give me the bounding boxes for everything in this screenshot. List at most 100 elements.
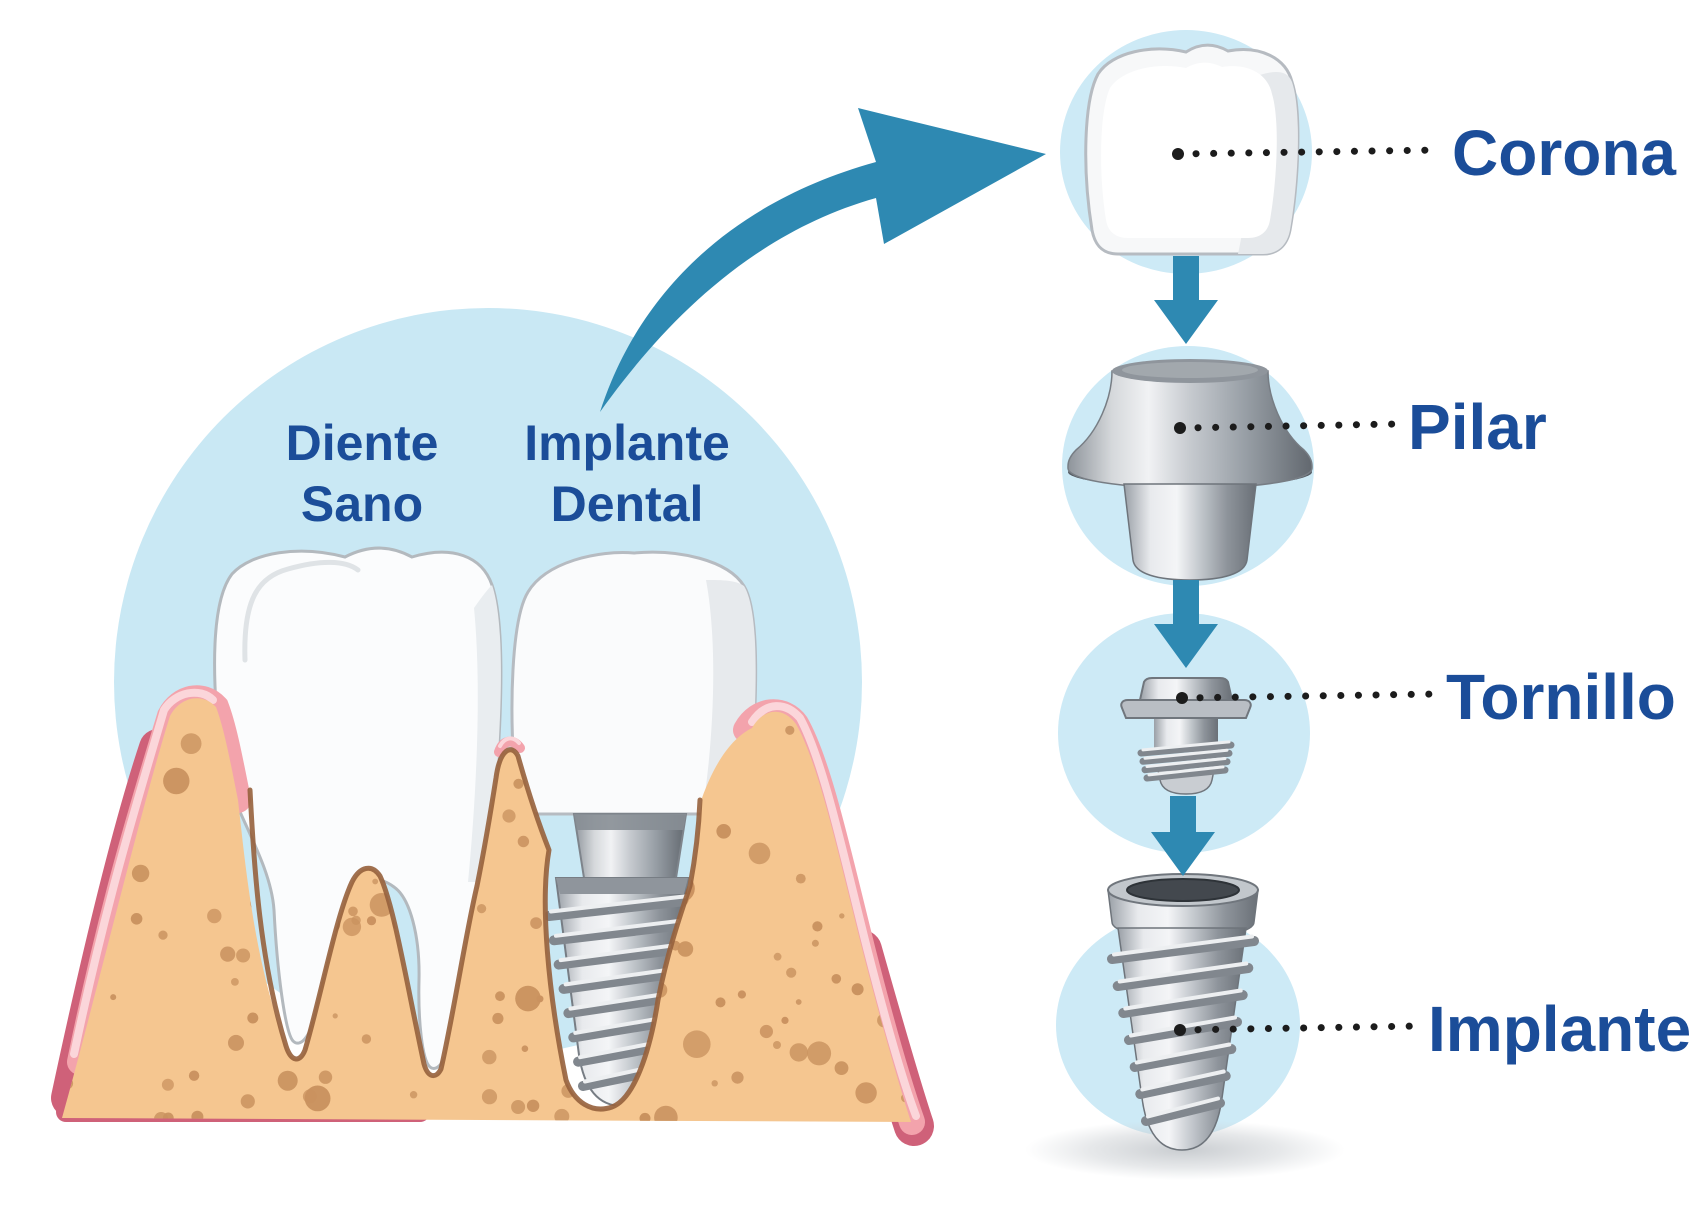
bone-speckle [677,941,694,957]
tooth-socket-outline [247,747,703,1112]
bone-speckle [92,711,102,720]
screw-thread-highlight [549,893,695,914]
bone-speckle [62,971,74,984]
screw-thread-highlight [553,917,691,938]
curved-swoosh-arrow-icon [600,108,1046,412]
bone-speckle [759,1024,774,1039]
bone-speckle [731,1071,744,1084]
bone-speckle [773,952,782,961]
bone-speckle [831,974,842,984]
down-arrow-icon [1154,256,1218,344]
bone-speckle [855,1082,877,1104]
bone-speckle [521,1045,529,1052]
bone-speckle [839,913,845,919]
bone-speckle [654,1105,678,1122]
bone-speckle [228,1034,244,1051]
bone-speckle [231,978,239,986]
bone-speckle [188,1070,200,1081]
step-label-corona: Corona [1452,117,1676,189]
bone-speckle [62,698,69,704]
bone-speckle [163,767,190,795]
bone-speckle [495,991,505,1002]
screw-thread-ridge [553,943,691,970]
corona-inner-face [1101,62,1277,238]
gum-pink-ridge-cap [494,736,525,757]
dotted-leader-lines [1172,146,1444,1036]
bone-speckle [781,1016,789,1024]
pilar-illustration [1067,359,1313,581]
down-arrow-icon [1151,796,1215,876]
bone-speckle [62,760,69,774]
pilar-top-highlight [1122,362,1258,378]
gum-highlight-right [748,702,920,1120]
tornillo-illustration [1120,677,1252,795]
bone-speckle [62,900,75,913]
bone-speckle [785,725,795,735]
bone-speckle [515,985,541,1012]
bone-speckle [639,1112,651,1122]
pilar-lower-cup [1123,483,1257,581]
healthy-tooth-label-line1: Diente [286,415,439,471]
bone-speckle [737,990,747,999]
bone-speckle [318,1070,333,1084]
step-label-implante: Implante [1428,993,1691,1065]
bone-speckle [517,835,530,848]
screw-thread-highlight [563,966,681,987]
bone-speckle [513,778,524,789]
bone-speckle [240,1094,255,1109]
screw-thread-ridge [548,919,696,946]
screw-thread-highlight [1112,934,1254,957]
implant-label-line2: Dental [551,476,704,532]
bone-speckle [62,874,83,896]
bone-speckle [477,904,487,914]
screw-thread-ridge [1135,1071,1231,1099]
screw-thread-highlight [1140,1069,1226,1092]
implant-abutment-top-band [574,814,686,830]
leader-dot-pilar [1174,422,1186,434]
down-arrow-icon [1154,580,1218,668]
screw-thread-ridge [1141,1098,1225,1126]
bone-speckle [890,833,900,843]
bone-speckle [530,917,542,929]
screw-thread-highlight [1117,961,1249,984]
bone-speckle [711,1080,718,1087]
leader-dot-implante [1174,1024,1186,1036]
bone-speckle [180,733,202,754]
tornillo-head-flange [1120,699,1252,719]
bone-speckle [366,916,377,926]
gum-highlight-ridge [498,736,521,748]
bone-speckle [247,1012,259,1024]
leader-dot-tornillo [1176,692,1188,704]
bone-speckle [348,906,358,917]
dotted-leader-line-implante [1194,1022,1424,1034]
bone-speckle [912,836,922,846]
screw-thread-highlight [1146,1096,1220,1119]
bone-speckle [683,1030,711,1058]
bone-speckle [207,908,222,924]
screw-thread-highlight [568,990,676,1011]
step-label-tornillo: Tornillo [1446,661,1676,733]
implant-label-line1: Implante [524,415,730,471]
bone-speckle [715,997,726,1008]
bone-speckle [834,1061,849,1075]
bone-speckle [332,1013,338,1019]
screw-thread-ridge [1112,963,1254,991]
bone-speckle [492,1012,504,1025]
tornillo-head-cap [1138,677,1234,701]
corona-illustration [1084,43,1300,256]
bone-speckle [773,1041,781,1049]
bone-speckle [854,803,871,819]
bone-speckle [236,948,251,963]
healthy-tooth-label-line2: Sano [301,476,423,532]
bone-speckle [536,995,544,1003]
bone-speckle [811,939,819,947]
bone-speckle [786,967,797,978]
screw-thread-ridge [544,895,700,921]
bone-speckle [913,864,921,872]
bone-speckle [131,864,150,883]
bone-speckle [502,809,516,823]
screw-thread-highlight [1147,765,1225,777]
screw-thread-ridge [1129,1044,1237,1072]
bone-speckle [130,913,143,925]
